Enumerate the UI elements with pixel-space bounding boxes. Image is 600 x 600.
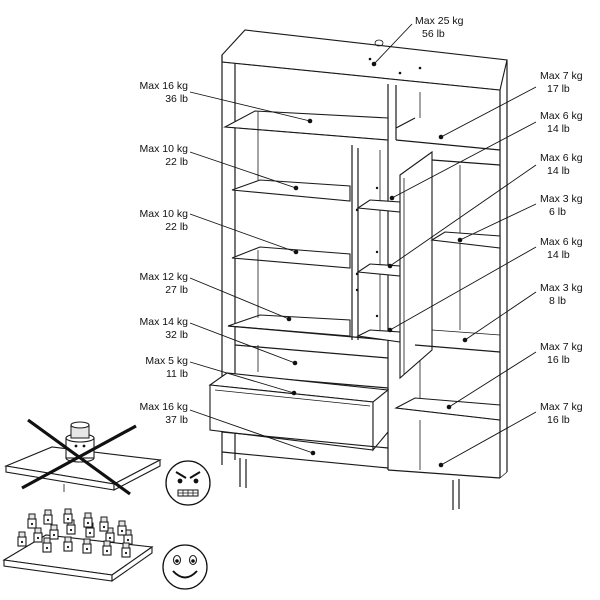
load-label-left-1-kg: Max 16 kg [140,80,189,92]
distributed-load-icon [2,534,154,583]
small-jar [99,516,109,532]
load-label-right-3-kg: Max 6 kg [540,152,583,164]
leader-lines [189,23,537,468]
load-label-top-lb: 56 lb [422,28,445,40]
small-jar [43,509,53,525]
load-label-right-3-lb: 14 lb [547,165,570,177]
load-label-left-1-lb: 36 lb [165,93,188,105]
load-label-left-2-kg: Max 10 kg [140,143,189,155]
load-label-right-4-kg: Max 3 kg [540,193,583,205]
small-jar [121,542,131,558]
load-labels: Max 25 kg 56 lb Max 16 kg 36 lb Max 10 k… [140,15,583,426]
load-label-left-4-kg: Max 12 kg [140,271,189,283]
load-label-right-8-lb: 16 lb [547,414,570,426]
load-label-left-3-lb: 22 lb [165,221,188,233]
load-label-top-kg: Max 25 kg [415,15,464,27]
small-jar [33,527,43,543]
load-label-right-2-kg: Max 6 kg [540,110,583,122]
load-label-right-7-kg: Max 7 kg [540,341,583,353]
load-label-right-5-lb: 14 lb [547,249,570,261]
small-jar [83,512,93,528]
load-label-right-5-kg: Max 6 kg [540,236,583,248]
load-label-right-6-lb: 8 lb [549,295,566,307]
load-label-right-2-lb: 14 lb [547,123,570,135]
small-jar [63,508,73,524]
load-label-left-6-lb: 11 lb [166,368,188,380]
small-jar [42,537,52,553]
small-jar [27,513,37,529]
load-label-left-3-kg: Max 10 kg [140,208,189,220]
load-label-left-4-lb: 27 lb [165,284,188,296]
load-label-right-4-lb: 6 lb [549,206,566,218]
load-label-left-7-lb: 37 lb [165,414,188,426]
load-label-left-5-kg: Max 14 kg [140,316,189,328]
crossed-out-concentrated-load-icon [4,418,162,496]
load-label-left-5-lb: 32 lb [165,329,188,341]
load-label-left-2-lb: 22 lb [165,156,188,168]
small-jar [117,520,127,536]
small-jar [49,524,59,540]
small-jar [102,540,112,556]
load-label-right-6-kg: Max 3 kg [540,282,583,294]
load-label-right-8-kg: Max 7 kg [540,401,583,413]
load-label-right-1-kg: Max 7 kg [540,70,583,82]
load-label-left-6-kg: Max 5 kg [145,355,188,367]
small-jar [82,538,92,554]
load-label-right-1-lb: 17 lb [547,83,570,95]
small-jar [63,536,73,552]
load-label-right-7-lb: 16 lb [547,354,570,366]
small-jar [17,531,27,547]
angry-face-icon [165,460,211,506]
bookcase-illustration [208,29,508,510]
load-label-left-7-kg: Max 16 kg [140,401,189,413]
small-jars-group [17,508,133,558]
smiley-face-icon [162,544,208,590]
